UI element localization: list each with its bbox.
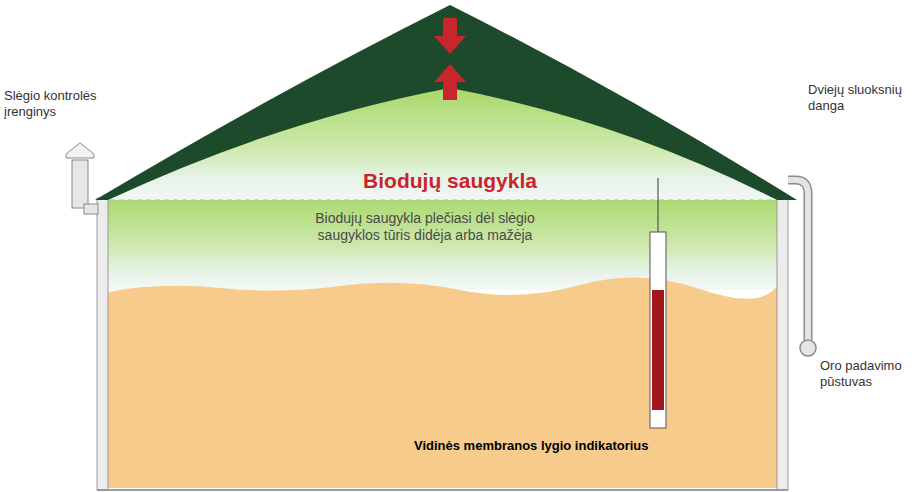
pressure-device-cap [66, 143, 94, 158]
air-pipe [788, 180, 808, 340]
pressure-device-pipe [84, 204, 98, 214]
inner-membrane [108, 88, 777, 200]
tank-floor [97, 489, 788, 491]
indicator-rod [657, 178, 658, 232]
pressure-arrow [434, 18, 466, 54]
pressure-device [72, 160, 88, 208]
outer-membrane [95, 5, 797, 200]
air-pipe [788, 180, 808, 340]
gas-space [108, 195, 777, 290]
storage-title: Biodujų saugykla [300, 168, 600, 193]
pressure-arrow [434, 64, 466, 100]
level-indicator-fill [652, 290, 664, 410]
tank-wall [97, 198, 108, 490]
cover-label: Dviejų sluoksnių danga [808, 82, 912, 113]
blower-label: Oro padavimo pūstuvas [820, 358, 912, 389]
substrate [108, 277, 777, 488]
device-label: Slėgio kontrolės įrenginys [4, 88, 124, 119]
tank-wall [777, 198, 788, 490]
level-indicator [650, 232, 666, 428]
base-line [110, 200, 775, 201]
air-blower [800, 340, 816, 356]
storage-note: Biodujų saugykla plečiasi dėl slėgio sau… [285, 210, 565, 244]
indicator-label: Vidinės membranos lygio indikatorius [414, 438, 664, 454]
